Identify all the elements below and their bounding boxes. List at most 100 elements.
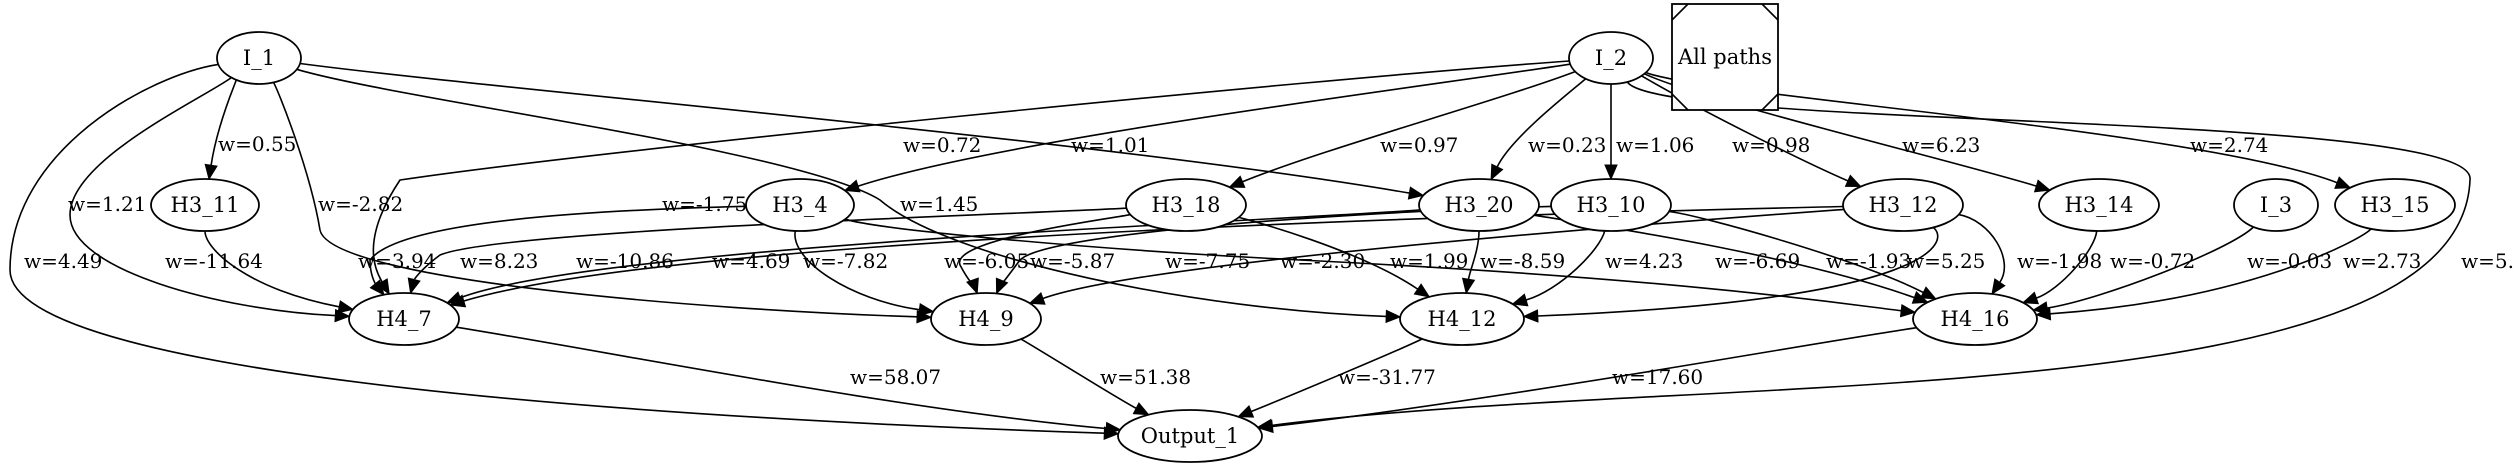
edge-h3-12-to-h4-12-arrowhead [1522, 309, 1539, 323]
edge-h3-4-to-h4-7-weight-label: w=3.94 [358, 249, 436, 273]
edge-i-1-to-h4-12-arrowhead [1385, 309, 1402, 324]
node-h3-20-ellipse [1418, 178, 1540, 232]
edge-h3-20-to-h4-16-line [1534, 214, 1915, 299]
edge-h3-10-to-h4-9-arrowhead [995, 277, 1009, 295]
edge-i-2-to-h3-18-weight-label: w=0.97 [1380, 133, 1458, 157]
node-i-3: I_3 [2233, 178, 2319, 232]
node-h3-11: H3_11 [150, 178, 260, 232]
node-h4-7-label: H4_7 [376, 307, 432, 331]
edge-i-2-to-h3-4-weight-label: w=1.01 [1071, 133, 1149, 157]
edge-i-1-to-h4-12-line [296, 68, 1387, 318]
legend-corner-tr [1761, 3, 1779, 21]
edge-h3-18-to-h4-7-weight-label: w=8.23 [460, 249, 538, 273]
edge-i-2-to-output-1: w=5.28 [1256, 81, 2514, 433]
edge-i-3-to-h4-16: w=-0.03 [2032, 226, 2332, 315]
node-h4-16-ellipse [1912, 292, 2038, 346]
edge-i-2-to-h3-10: w=1.06 [1604, 84, 1694, 181]
edge-h3-11-to-h4-7-arrowhead [337, 300, 355, 314]
edge-h3-18-to-h4-9-weight-label: w=-6.05 [944, 249, 1029, 273]
edge-h3-4-to-h4-9-arrowhead [918, 302, 935, 317]
edge-h3-18-to-h4-12-weight-label: w=1.99 [1390, 249, 1468, 273]
edge-h4-16-to-output-1-arrowhead [1257, 419, 1274, 434]
edge-h3-11-to-h4-7-weight-label: w=-11.64 [165, 249, 263, 273]
node-h3-15-ellipse [2334, 178, 2456, 232]
nodes-layer: I_1 I_2I_3 H3_11 H3_4 H3_18 H3_20 H3_10 H3_12 H3… [150, 31, 2456, 463]
edge-h3-12-to-h4-12-line [1537, 226, 1939, 317]
node-i-2-label: I_2 [1595, 46, 1627, 70]
edge-h3-4-to-h4-16-weight-label: w=-2.30 [1280, 249, 1365, 273]
edge-i-2-to-h3-14-arrowhead [2033, 179, 2052, 193]
edge-h3-15-to-h4-16-arrowhead [2034, 307, 2052, 321]
edge-h3-14-to-h4-16-weight-label: w=-0.72 [2110, 249, 2195, 273]
edge-h3-20-to-h4-12-weight-label: w=-8.59 [1480, 249, 1565, 273]
edge-h3-4-to-h4-9: w=-7.82 [794, 230, 935, 317]
node-i-1-label: I_1 [243, 46, 275, 70]
node-h3-10-label: H3_10 [1577, 193, 1646, 217]
edge-i-2-to-h3-12-line [1641, 75, 1849, 182]
edge-i-2-to-h3-20: w=0.23 [1490, 78, 1606, 181]
edge-h3-12-to-h4-16-line [1958, 213, 2006, 283]
edge-i-2-to-output-1-line [1271, 81, 2471, 427]
node-i-2: I_2 [1568, 31, 1654, 85]
edge-i-2-to-h3-4-line [857, 63, 1571, 187]
node-h4-16-label: H4_16 [1941, 307, 2010, 331]
edge-i-2-to-h4-7-weight-label: w=-1.75 [662, 192, 747, 216]
edge-i-1-to-h4-7-line [69, 76, 336, 317]
edge-h4-12-to-output-1-weight-label: w=-31.77 [1338, 365, 1436, 389]
edge-h3-15-to-h4-16: w=2.73 [2034, 228, 2421, 321]
edge-h3-4-to-h4-7-arrowhead [369, 279, 385, 296]
edge-h3-12-to-h4-12: w=5.25 [1522, 226, 1985, 323]
edge-i-2-to-h3-20-arrowhead [1490, 163, 1504, 181]
edge-h3-20-to-h4-16-weight-label: w=-6.69 [1715, 249, 1800, 273]
node-h3-18-label: H3_18 [1152, 193, 1221, 217]
edge-h3-12-to-h4-9-arrowhead [1028, 292, 1046, 305]
edge-i-2-to-h3-4-arrowhead [843, 179, 861, 193]
edge-h3-12-to-h4-9-line [1042, 208, 1844, 300]
edge-i-1-to-h4-7-weight-label: w=1.21 [68, 192, 146, 216]
edge-i-2-to-h3-14-weight-label: w=6.23 [1902, 133, 1980, 157]
node-h4-7: H4_7 [348, 292, 460, 346]
node-h3-4: H3_4 [745, 178, 855, 232]
edge-h4-12-to-output-1-arrowhead [1237, 405, 1255, 418]
legend-corner-bl [1671, 93, 1689, 111]
node-h3-12-label: H3_12 [1869, 193, 1938, 217]
edge-h4-7-to-output-1-weight-label: w=58.07 [850, 365, 941, 389]
edge-h4-16-to-output-1-line [1272, 326, 1917, 428]
edge-h3-10-to-h4-16-weight-label: w=-1.93 [1826, 249, 1911, 273]
edge-h4-9-to-output-1-line [1020, 338, 1137, 410]
node-h4-9: H4_9 [930, 292, 1042, 346]
edge-h3-4-to-h4-7-line [369, 205, 747, 287]
edge-h3-20-to-h4-12-line [1467, 230, 1480, 280]
edge-h3-12-to-h4-16-arrowhead [1991, 278, 2006, 296]
edge-h3-12-to-h4-16-weight-label: w=-1.98 [2017, 249, 2102, 273]
node-h3-15-label: H3_15 [2361, 193, 2430, 217]
node-h3-20-label: H3_20 [1445, 193, 1514, 217]
edge-i-1-to-h4-12-weight-label: w=1.45 [900, 192, 978, 216]
edge-h3-14-to-h4-16-line [2036, 230, 2098, 299]
edge-i-2-to-h3-12: w=0.98 [1641, 75, 1862, 188]
node-i-3-label: I_3 [2260, 193, 2292, 217]
edge-h3-12-to-h4-7-arrowhead [449, 294, 467, 308]
node-h3-4-ellipse [745, 178, 855, 232]
edge-h3-11-to-h4-7: w=-11.64 [165, 230, 355, 314]
edge-h3-12-to-h4-9-weight-label: w=-7.75 [1165, 249, 1250, 273]
edge-i-1-to-output-1: w=4.49 [9, 63, 1120, 440]
edge-h3-10-to-h4-12-arrowhead [1511, 293, 1529, 307]
edge-i-1-to-output-1-line [9, 63, 1105, 434]
node-i-1-ellipse [216, 31, 302, 85]
edge-h4-7-to-output-1-arrowhead [1105, 421, 1122, 436]
legend-box-shape [1671, 3, 1779, 111]
edge-h3-10-to-h4-16-line [1669, 210, 1924, 294]
edge-i-3-to-h4-16-weight-label: w=-0.03 [2247, 249, 2332, 273]
node-h3-14: H3_14 [2038, 178, 2160, 232]
node-h3-14-ellipse [2038, 178, 2160, 232]
node-i-1: I_1 [216, 31, 302, 85]
node-i-2-ellipse [1568, 31, 1654, 85]
edge-i-2-to-output-1-weight-label: w=5.28 [2461, 249, 2514, 273]
edge-i-2-to-h3-18: w=0.97 [1228, 70, 1576, 188]
edge-i-2-to-h3-10-weight-label: w=1.06 [1616, 133, 1694, 157]
edge-h4-9-to-output-1-arrowhead [1132, 402, 1150, 416]
edge-h3-10-to-h4-9-weight-label: w=-5.87 [1030, 249, 1115, 273]
edge-i-2-to-h3-18-line [1242, 70, 1576, 183]
